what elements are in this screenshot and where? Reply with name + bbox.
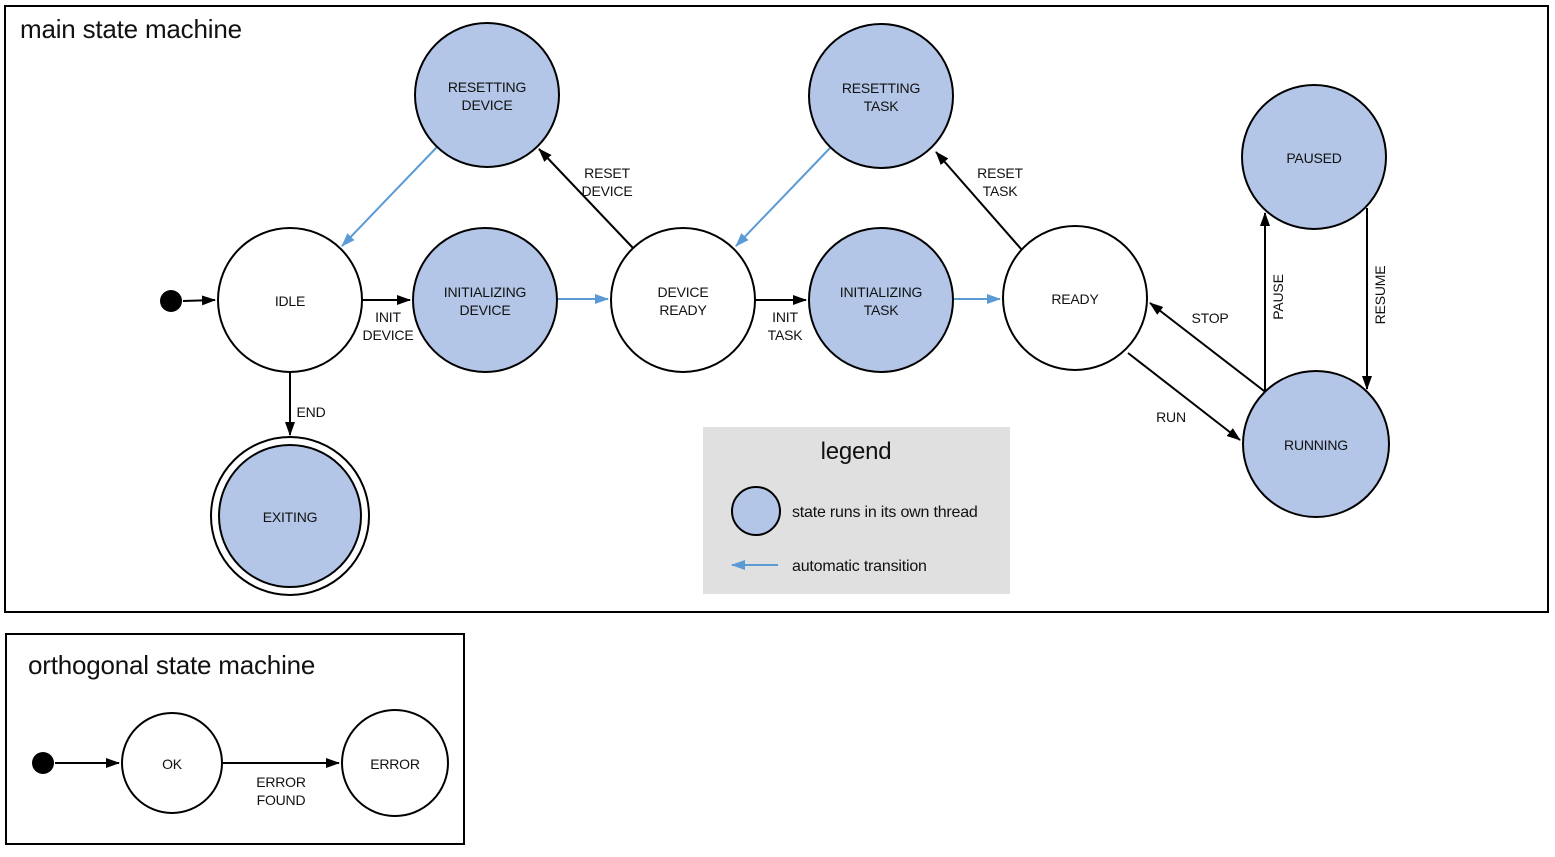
legend-thread-state-icon: [731, 486, 781, 536]
legend-item-label: state runs in its own thread: [792, 504, 978, 521]
main-state-resetting-task: [808, 23, 954, 169]
main-initial-state-dot: [160, 290, 182, 312]
main-state-idle: [217, 227, 363, 373]
main-transition-resetting-device-to-idle: [341, 146, 438, 247]
main-state-paused-label: PAUSED: [1286, 150, 1341, 166]
main-state-device-ready: [610, 227, 756, 373]
main-state-paused: [1241, 84, 1387, 230]
orthogonal-state-error-label: ERROR: [370, 756, 420, 772]
main-state-resetting-device: [414, 22, 560, 168]
main-state-running: [1242, 370, 1390, 518]
orthogonal-state-ok: [121, 712, 223, 814]
main-state-ready: [1002, 225, 1148, 371]
main-transition-paused-to-running-label: RESUME: [1372, 266, 1388, 325]
main-transition-idle-to-exiting-label: END: [297, 404, 326, 420]
legend-item-label: automatic transition: [792, 558, 927, 575]
orthogonal-initial-state-dot: [32, 752, 54, 774]
main-transition-ready-to-running-label: RUN: [1156, 409, 1186, 425]
orthogonal-state-error: [341, 709, 449, 817]
main-box: [4, 5, 1549, 613]
main-state-ready-label: READY: [1051, 291, 1099, 307]
main-transition-resetting-task-to-device-ready: [735, 147, 831, 247]
main-transition-running-to-ready-label: STOP: [1191, 310, 1228, 326]
main-transition-ready-to-running: [1127, 352, 1241, 441]
legend-title: legend: [821, 438, 892, 465]
main-title: main state machine: [20, 14, 242, 44]
orthogonal-state-ok-label: OK: [162, 756, 183, 772]
main-state-running-label: RUNNING: [1284, 437, 1348, 453]
main-transition-running-to-paused-label: PAUSE: [1270, 274, 1286, 319]
main-transition-ready-to-resetting-task: [935, 151, 1023, 251]
main-state-initializing-device: [412, 227, 558, 373]
main-state-exiting: [218, 444, 362, 588]
orthogonal-box: [5, 633, 465, 845]
main-transition-start-to-idle: [182, 295, 216, 306]
orthogonal-title: orthogonal state machine: [28, 650, 315, 680]
main-state-exiting-label: EXITING: [263, 509, 318, 525]
main-transition-running-to-ready: [1149, 302, 1269, 395]
main-state-idle-label: IDLE: [275, 293, 305, 309]
main-state-initializing-task: [808, 227, 954, 373]
main-transition-device-ready-to-resetting-device: [538, 148, 634, 249]
